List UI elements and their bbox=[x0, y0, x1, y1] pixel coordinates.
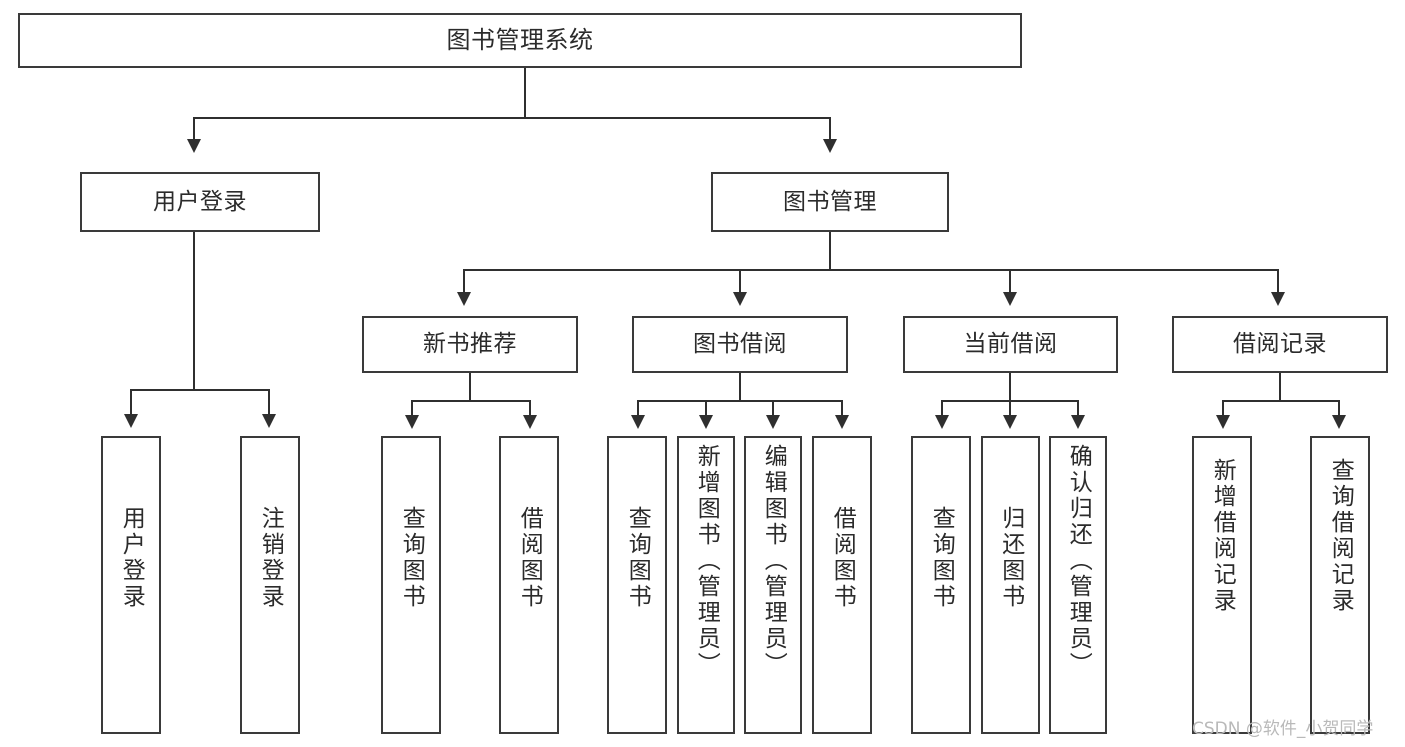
connector-bb-drop-4 bbox=[841, 400, 843, 416]
node-label: 当前借阅 bbox=[963, 331, 1058, 358]
arrowhead-book-borrow bbox=[733, 292, 747, 306]
arrowhead-book-management bbox=[823, 139, 837, 153]
leaf-user-logout[interactable]: 注销登录 bbox=[240, 436, 300, 734]
connector-nbr-drop-1 bbox=[411, 400, 413, 416]
leaf-query-book-1[interactable]: 查询图书 bbox=[381, 436, 441, 734]
connector-br-bus bbox=[1222, 400, 1340, 402]
connector-nbr-drop-2 bbox=[529, 400, 531, 416]
node-current-borrow[interactable]: 当前借阅 bbox=[903, 316, 1118, 373]
connector-cb-drop-3 bbox=[1077, 400, 1079, 416]
node-book-management[interactable]: 图书管理 bbox=[711, 172, 949, 232]
connector-br-stem bbox=[1279, 373, 1281, 401]
connector-br-drop-2 bbox=[1338, 400, 1340, 416]
node-label: 图书借阅 bbox=[693, 331, 787, 358]
connector-root-stem bbox=[524, 68, 526, 118]
arrowhead-leaf-query-book-3 bbox=[935, 415, 949, 429]
node-user-login[interactable]: 用户登录 bbox=[80, 172, 320, 232]
connector-bb-drop-1 bbox=[637, 400, 639, 416]
connector-bb-drop-3 bbox=[772, 400, 774, 416]
leaf-query-book-3[interactable]: 查询图书 bbox=[911, 436, 971, 734]
node-root-system[interactable]: 图书管理系统 bbox=[18, 13, 1022, 68]
arrowhead-leaf-borrow-book-1 bbox=[523, 415, 537, 429]
node-label: 新增借阅记录 bbox=[1209, 458, 1236, 614]
node-label: 归还图书 bbox=[997, 506, 1024, 610]
node-label: 确认归还（管理员） bbox=[1065, 444, 1092, 678]
node-label: 图书管理系统 bbox=[446, 25, 594, 54]
node-label: 编辑图书（管理员） bbox=[760, 444, 787, 678]
node-label: 查询图书 bbox=[928, 506, 955, 610]
connector-bb-stem bbox=[739, 373, 741, 401]
leaf-add-book[interactable]: 新增图书（管理员） bbox=[677, 436, 735, 734]
arrowhead-borrow-record bbox=[1271, 292, 1285, 306]
arrowhead-leaf-add-book bbox=[699, 415, 713, 429]
arrowhead-leaf-user-logout bbox=[262, 414, 276, 428]
connector-root-drop-right bbox=[829, 117, 831, 141]
connector-bm-drop-4 bbox=[1277, 269, 1279, 293]
connector-user-login-bus bbox=[130, 389, 270, 391]
connector-bb-bus bbox=[637, 400, 842, 402]
node-label: 查询图书 bbox=[624, 506, 651, 610]
connector-root-drop-left bbox=[193, 117, 195, 141]
node-label: 查询图书 bbox=[398, 506, 425, 610]
connector-bb-drop-2 bbox=[705, 400, 707, 416]
leaf-borrow-book-1[interactable]: 借阅图书 bbox=[499, 436, 559, 734]
connector-root-bus bbox=[193, 117, 831, 119]
connector-user-login-drop-1 bbox=[130, 389, 132, 415]
node-borrow-record[interactable]: 借阅记录 bbox=[1172, 316, 1388, 373]
arrowhead-leaf-borrow-book-2 bbox=[835, 415, 849, 429]
connector-nbr-bus bbox=[411, 400, 531, 402]
node-label: 用户登录 bbox=[153, 188, 247, 215]
node-label: 借阅图书 bbox=[516, 506, 543, 610]
connector-bm-drop-2 bbox=[739, 269, 741, 293]
connector-cb-drop-1 bbox=[941, 400, 943, 416]
node-label: 借阅记录 bbox=[1233, 331, 1327, 358]
node-label: 图书管理 bbox=[783, 188, 877, 215]
arrowhead-leaf-query-book-2 bbox=[631, 415, 645, 429]
leaf-query-book-2[interactable]: 查询图书 bbox=[607, 436, 667, 734]
connector-cb-drop-2 bbox=[1009, 400, 1011, 416]
connector-book-management-stem bbox=[829, 232, 831, 270]
leaf-borrow-book-2[interactable]: 借阅图书 bbox=[812, 436, 872, 734]
arrowhead-leaf-user-login bbox=[124, 414, 138, 428]
leaf-add-record[interactable]: 新增借阅记录 bbox=[1192, 436, 1252, 734]
arrowhead-leaf-query-book-1 bbox=[405, 415, 419, 429]
node-label: 查询借阅记录 bbox=[1327, 458, 1354, 614]
arrowhead-leaf-edit-book bbox=[766, 415, 780, 429]
arrowhead-leaf-confirm-return bbox=[1071, 415, 1085, 429]
leaf-confirm-return[interactable]: 确认归还（管理员） bbox=[1049, 436, 1107, 734]
leaf-edit-book[interactable]: 编辑图书（管理员） bbox=[744, 436, 802, 734]
node-label: 注销登录 bbox=[257, 506, 284, 610]
arrowhead-leaf-query-record bbox=[1332, 415, 1346, 429]
node-new-book-recommend[interactable]: 新书推荐 bbox=[362, 316, 578, 373]
connector-bm-drop-3 bbox=[1009, 269, 1011, 293]
connector-cb-stem bbox=[1009, 373, 1011, 401]
leaf-query-record[interactable]: 查询借阅记录 bbox=[1310, 436, 1370, 734]
arrowhead-leaf-return-book bbox=[1003, 415, 1017, 429]
connector-book-management-bus bbox=[463, 269, 1278, 271]
csdn-watermark: CSDN @软件_小贺同学 bbox=[1192, 719, 1374, 739]
connector-user-login-stem bbox=[193, 232, 195, 390]
node-label: 借阅图书 bbox=[829, 506, 856, 610]
connector-br-drop-1 bbox=[1222, 400, 1224, 416]
connector-bm-drop-1 bbox=[463, 269, 465, 293]
arrowhead-current-borrow bbox=[1003, 292, 1017, 306]
connector-user-login-drop-2 bbox=[268, 389, 270, 415]
leaf-user-login[interactable]: 用户登录 bbox=[101, 436, 161, 734]
node-label: 新增图书（管理员） bbox=[693, 444, 720, 678]
node-label: 新书推荐 bbox=[423, 331, 517, 358]
node-label: 用户登录 bbox=[118, 506, 145, 610]
arrowhead-new-book-recommend bbox=[457, 292, 471, 306]
arrowhead-leaf-add-record bbox=[1216, 415, 1230, 429]
connector-nbr-stem bbox=[469, 373, 471, 401]
node-book-borrow[interactable]: 图书借阅 bbox=[632, 316, 848, 373]
leaf-return-book[interactable]: 归还图书 bbox=[981, 436, 1040, 734]
arrowhead-user-login bbox=[187, 139, 201, 153]
